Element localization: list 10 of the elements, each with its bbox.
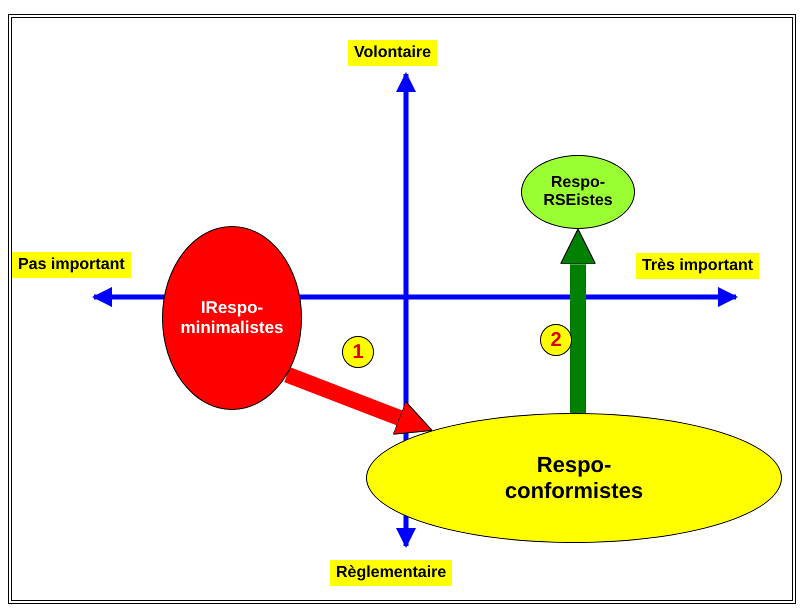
- node-label: IRespo-minimalistes: [180, 298, 284, 338]
- axis-label: Très important: [636, 253, 760, 279]
- arrow: [284, 367, 433, 435]
- node-label: Respo-RSEistes: [542, 174, 614, 210]
- callout-number: 2: [540, 324, 572, 356]
- axis-label: Volontaire: [348, 40, 438, 66]
- callout-number: 1: [342, 336, 374, 368]
- node-label: Respo-conformistes: [504, 452, 644, 504]
- axis-label: Règlementaire: [330, 560, 452, 586]
- axis-label: Pas important: [12, 252, 131, 278]
